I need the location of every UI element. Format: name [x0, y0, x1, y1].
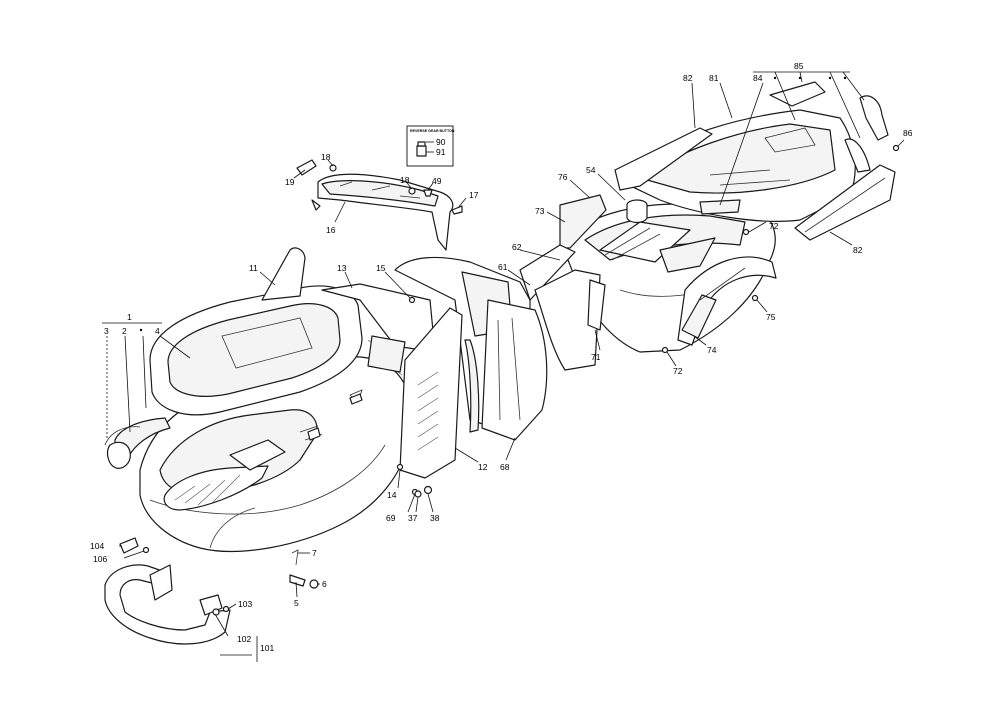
callout-16: 16: [326, 225, 336, 235]
callout-106: 106: [93, 554, 107, 564]
callout-12: 12: [478, 462, 488, 472]
callout-72-b: 72: [673, 366, 683, 376]
callout-5: 5: [294, 598, 299, 608]
hardware-items: [289, 144, 900, 589]
left-rear-fender: [519, 194, 607, 371]
callout-74: 74: [707, 345, 717, 355]
callout-11: 11: [249, 263, 258, 273]
callout-101: 101: [260, 643, 274, 653]
callout-numbers: 1 3 2 4 11 13 15 16 17 18 18 19 49 90 91…: [90, 61, 913, 653]
callout-18-b: 18: [400, 175, 410, 185]
right-rear-fender: [677, 256, 777, 346]
reverse-gear-decal-box: REVERSE GEAR BUTTON: [406, 125, 455, 167]
callout-82-b: 82: [853, 245, 863, 255]
side-panel-11: [261, 247, 306, 301]
callout-15: 15: [376, 263, 386, 273]
leader-lines: [102, 71, 905, 662]
callout-68: 68: [500, 462, 510, 472]
callout-82-a: 82: [683, 73, 693, 83]
callout-6: 6: [322, 579, 327, 589]
callout-103: 103: [238, 599, 252, 609]
callout-69: 69: [386, 513, 396, 523]
callout-90: 90: [436, 137, 446, 147]
callout-38: 38: [430, 513, 440, 523]
callout-91: 91: [436, 147, 446, 157]
callout-85: 85: [794, 61, 804, 71]
dash-console-16: [311, 173, 454, 251]
callout-75: 75: [766, 312, 776, 322]
callout-61: 61: [498, 262, 508, 272]
front-hood-assembly: [104, 285, 409, 553]
callout-17: 17: [469, 190, 479, 200]
callout-62: 62: [512, 242, 522, 252]
central-panels: [394, 256, 548, 479]
front-bumper-101: [104, 537, 231, 645]
rear-body-assembly: [559, 81, 896, 353]
callout-71: 71: [591, 352, 601, 362]
callout-1: 1: [127, 312, 132, 322]
callout-4: 4: [155, 326, 160, 336]
callout-7: 7: [312, 548, 317, 558]
callout-14: 14: [387, 490, 397, 500]
callout-2: 2: [122, 326, 127, 336]
callout-49: 49: [432, 176, 442, 186]
callout-76: 76: [558, 172, 568, 182]
callout-102: 102: [237, 634, 251, 644]
callout-18-a: 18: [321, 152, 331, 162]
callout-54: 54: [586, 165, 596, 175]
callout-73: 73: [535, 206, 545, 216]
callout-37: 37: [408, 513, 418, 523]
callout-104: 104: [90, 541, 104, 551]
callout-81: 81: [709, 73, 719, 83]
decal-label: REVERSE GEAR BUTTON: [410, 129, 455, 133]
callout-84: 84: [753, 73, 763, 83]
callout-13: 13: [337, 263, 347, 273]
callout-19: 19: [285, 177, 295, 187]
callout-3: 3: [104, 326, 109, 336]
callout-72-a: 72: [769, 221, 779, 231]
callout-86: 86: [903, 128, 913, 138]
